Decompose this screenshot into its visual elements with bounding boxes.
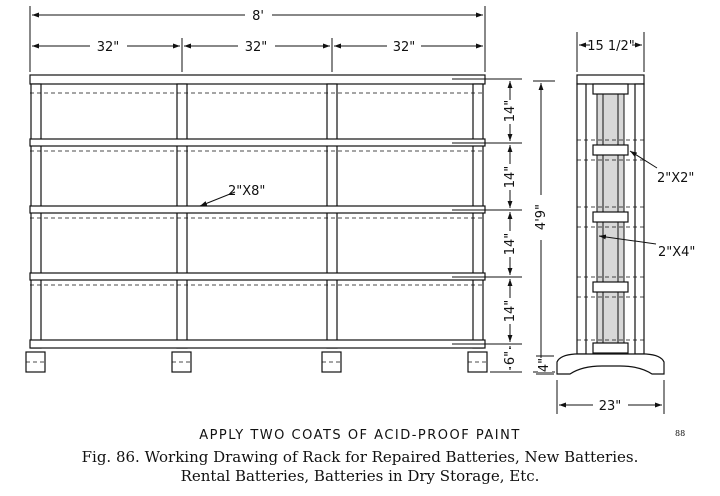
side-base: [556, 353, 665, 375]
upright-4: [472, 83, 484, 349]
side-depth-dimension: 15 1/2": [576, 32, 645, 72]
shelf-spacing-4: 14": [503, 300, 518, 323]
cleat-top: [592, 83, 629, 95]
shelf-spacing-dimensions: 14" 14" 14" 14" 6": [452, 78, 522, 373]
plate-number: 88: [675, 429, 686, 438]
shelf-spacing-1: 14": [503, 100, 518, 123]
side-member-labels: 2"X2" 2"X4": [598, 150, 695, 260]
overall-height-dimension: 4'9": [533, 80, 555, 373]
side-top: [576, 74, 645, 85]
rack-working-drawing: 2"X8" 8' 32" 32" 32": [25, 6, 695, 414]
upright-2: [176, 83, 188, 349]
cleat-2: [592, 144, 629, 156]
shelf-spacing-3: 14": [503, 233, 518, 256]
shelf-3: [29, 272, 486, 281]
bay-width-2: 32": [245, 40, 268, 55]
base-width-label: 23": [599, 399, 622, 414]
overall-width-label: 8': [252, 9, 264, 24]
overall-height-label: 4'9": [534, 204, 549, 230]
side-depth-label: 15 1/2": [587, 39, 635, 54]
shelf-boards: [29, 138, 486, 349]
member-label-2x2: 2"X2": [657, 171, 694, 186]
bay-width-dimensions: 32" 32" 32": [32, 38, 483, 72]
side-post-front: [576, 83, 587, 355]
foot-height: 6": [503, 351, 518, 365]
bay-width-1: 32": [97, 40, 120, 55]
shelf-4: [29, 339, 486, 349]
shelf-1: [29, 138, 486, 147]
front-view: 2"X8": [25, 74, 488, 373]
side-view: [556, 74, 665, 375]
cleat-4: [592, 281, 629, 293]
cleat-3: [592, 211, 629, 223]
shelf-board-label: 2"X8": [228, 184, 265, 199]
shelf-spacing-2: 14": [503, 166, 518, 189]
feet: [25, 351, 488, 373]
paint-note: APPLY TWO COATS OF ACID-PROOF PAINT: [199, 428, 521, 443]
base-dimensions: 4" 23": [536, 355, 665, 414]
uprights: [30, 83, 484, 349]
upright-3: [326, 83, 338, 349]
caption-line-2: Rental Batteries, Batteries in Dry Stora…: [180, 467, 540, 485]
member-label-2x4: 2"X4": [658, 245, 695, 260]
figure-caption: Fig. 86. Working Drawing of Rack for Rep…: [0, 448, 720, 486]
side-post-rear: [634, 83, 645, 355]
hidden-lines: [30, 92, 485, 286]
shelf-2: [29, 205, 486, 214]
top-board: [29, 74, 486, 85]
base-height-label: 4": [537, 358, 552, 372]
bay-width-3: 32": [393, 40, 416, 55]
shelf-board-leader: [199, 191, 236, 207]
upright-1: [30, 83, 42, 349]
caption-line-1: Fig. 86. Working Drawing of Rack for Rep…: [81, 448, 639, 466]
cleat-bottom: [592, 342, 629, 354]
overall-width-dimension: 8': [29, 6, 486, 72]
